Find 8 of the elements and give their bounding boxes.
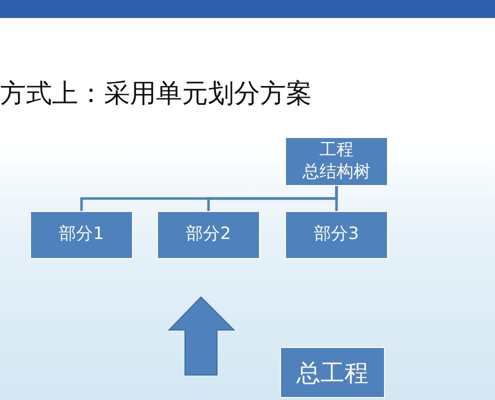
org-chart-box: 部分1 [30,211,133,259]
org-chart-box: 部分3 [285,211,388,259]
connector-line [335,186,338,211]
org-chart-box: 工程总结构树 [285,137,388,186]
org-chart-box: 总工程 [280,347,385,398]
org-chart-box: 部分2 [157,211,260,259]
title-banner [0,0,495,18]
heading-text: 方式上：采用单元划分方案 [0,78,312,111]
